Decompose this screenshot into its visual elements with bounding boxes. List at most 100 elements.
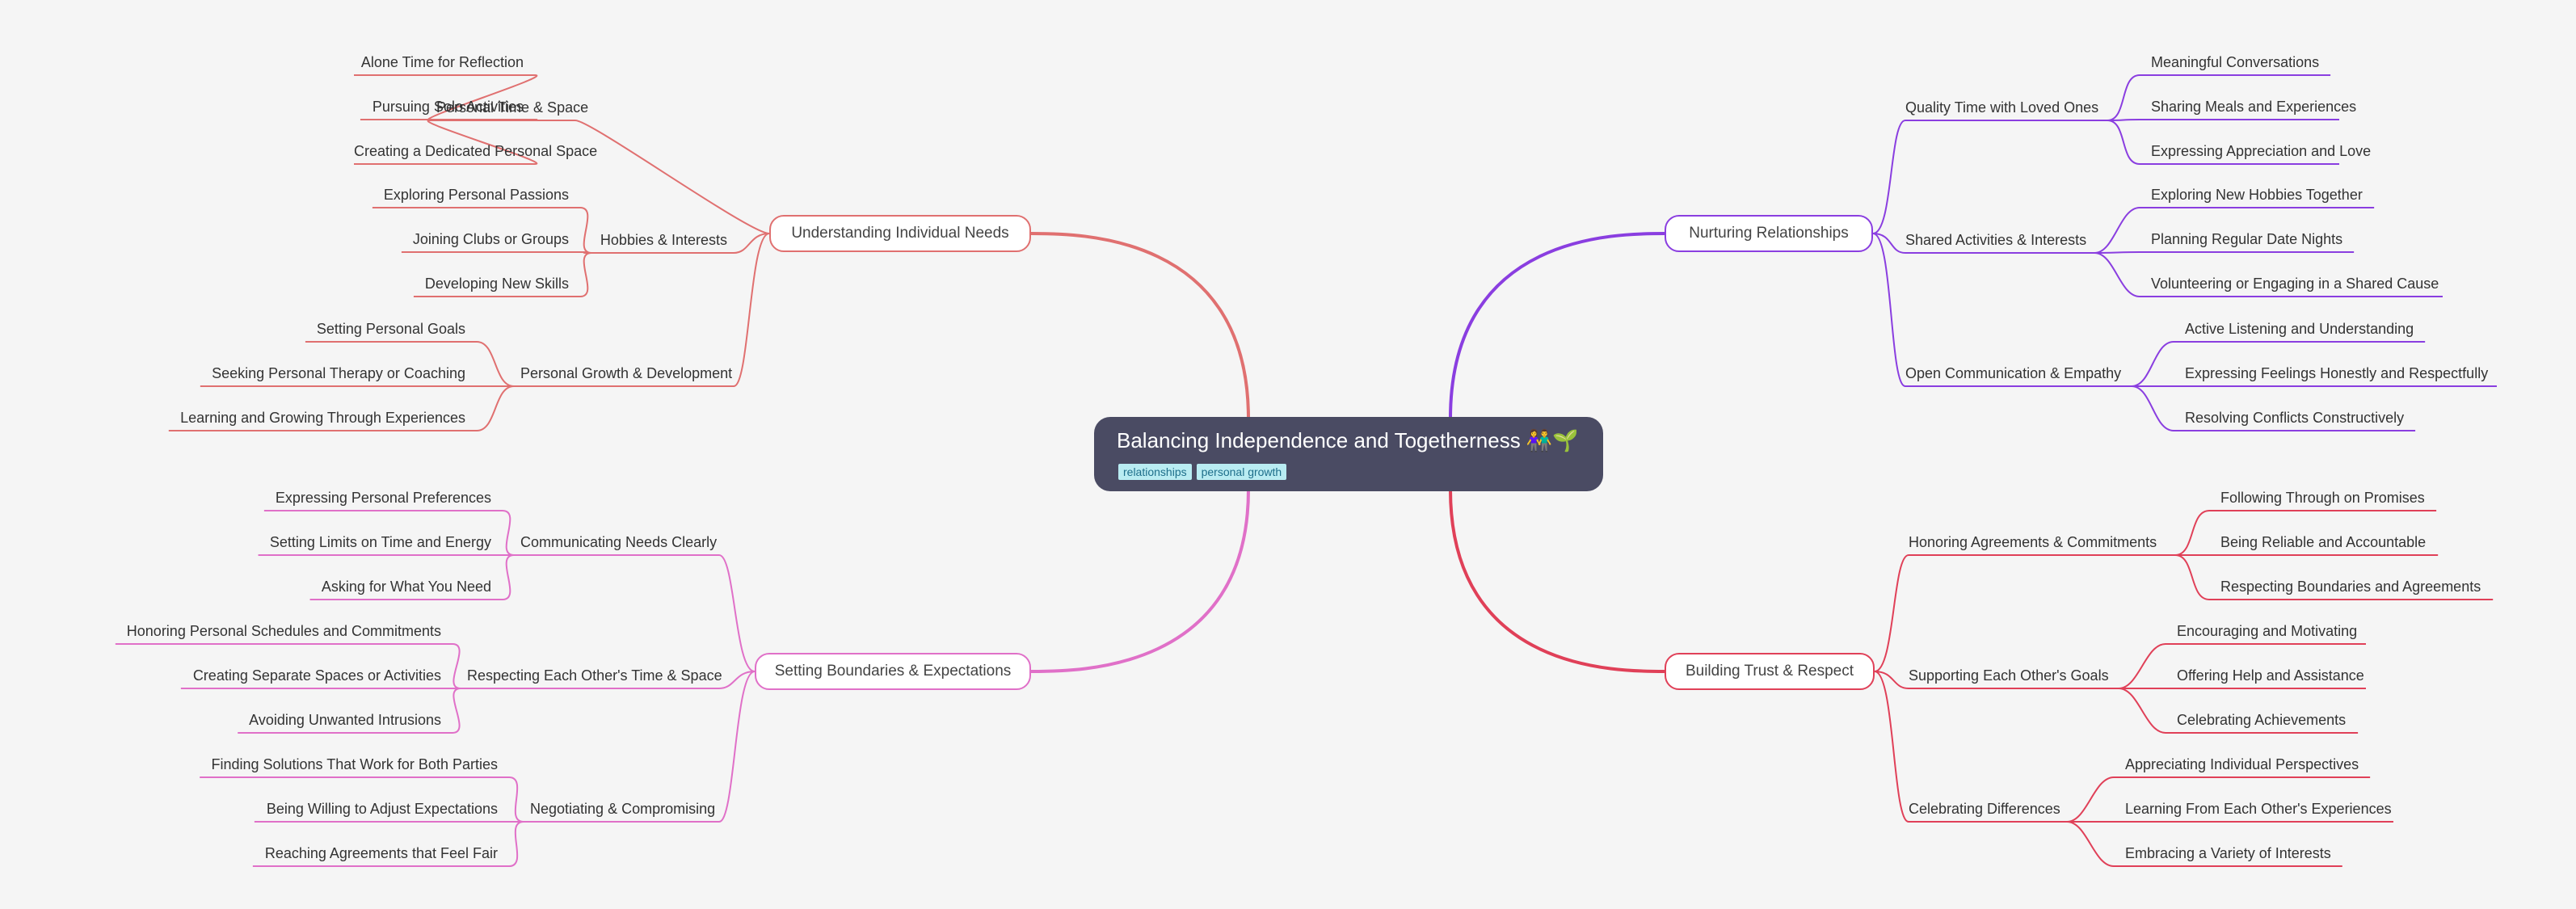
- root-title: Balancing Independence and Togetherness …: [1117, 428, 1579, 452]
- connector-line: [2118, 643, 2166, 689]
- connector-line: [1872, 120, 1906, 234]
- leaf-expressing-feelings-honestly-and-respectfully[interactable]: Expressing Feelings Honestly and Respect…: [2185, 365, 2489, 381]
- connector-line: [2131, 385, 2174, 431]
- connector-line: [2174, 554, 2210, 600]
- subtopic-hobbies-interests[interactable]: Hobbies & Interests: [600, 232, 727, 248]
- connector-line: [502, 510, 515, 556]
- connector-line: [452, 688, 461, 734]
- connector-line: [2094, 252, 2140, 297]
- connector-line: [733, 233, 770, 254]
- connector-line: [1872, 233, 1906, 254]
- leaf-creating-separate-spaces-or-activities[interactable]: Creating Separate Spaces or Activities: [192, 667, 441, 684]
- subtopic-open-communication-empathy[interactable]: Open Communication & Empathy: [1905, 365, 2122, 381]
- connector-line: [508, 776, 524, 823]
- connector-line: [1872, 233, 1906, 387]
- leaf-exploring-new-hobbies-together[interactable]: Exploring New Hobbies Together: [2151, 187, 2363, 203]
- leaf-honoring-personal-schedules-and-commitments[interactable]: Honoring Personal Schedules and Commitme…: [126, 623, 441, 639]
- leaf-volunteering-or-engaging-in-a-shared-cause[interactable]: Volunteering or Engaging in a Shared Cau…: [2151, 276, 2439, 292]
- subtopic-celebrating-differences[interactable]: Celebrating Differences: [1909, 801, 2060, 817]
- connector-line: [2107, 74, 2140, 121]
- leaf-creating-a-dedicated-personal-space[interactable]: Creating a Dedicated Personal Space: [354, 143, 598, 159]
- connector-line: [733, 233, 770, 387]
- connector-line: [718, 671, 756, 823]
- leaf-expressing-personal-preferences[interactable]: Expressing Personal Preferences: [275, 490, 491, 506]
- leaf-expressing-appreciation-and-love[interactable]: Expressing Appreciation and Love: [2151, 143, 2372, 159]
- branch-setting-boundaries-expectations[interactable]: Setting Boundaries & Expectations: [755, 653, 1031, 690]
- connector-line: [718, 554, 756, 672]
- leaf-reaching-agreements-that-feel-fair[interactable]: Reaching Agreements that Feel Fair: [264, 845, 498, 861]
- leaf-encouraging-and-motivating[interactable]: Encouraging and Motivating: [2177, 623, 2358, 639]
- leaf-finding-solutions-that-work-for-both-parties[interactable]: Finding Solutions That Work for Both Par…: [211, 756, 498, 772]
- connector-line: [1030, 489, 1250, 673]
- branch-understanding-individual-needs[interactable]: Understanding Individual Needs: [769, 215, 1031, 252]
- leaf-learning-and-growing-through-experiences[interactable]: Learning and Growing Through Experiences: [180, 410, 465, 426]
- root-tags: relationships personal growth: [1118, 464, 1287, 480]
- leaf-being-willing-to-adjust-expectations[interactable]: Being Willing to Adjust Expectations: [266, 801, 498, 817]
- branch-nurturing-relationships[interactable]: Nurturing Relationships: [1665, 215, 1873, 252]
- leaf-avoiding-unwanted-intrusions[interactable]: Avoiding Unwanted Intrusions: [249, 712, 441, 728]
- branch-building-trust-respect[interactable]: Building Trust & Respect: [1665, 653, 1875, 690]
- connector-line: [575, 120, 770, 234]
- subtopic-communicating-needs-clearly[interactable]: Communicating Needs Clearly: [520, 534, 718, 550]
- leaf-alone-time-for-reflection[interactable]: Alone Time for Reflection: [360, 54, 524, 70]
- leaf-planning-regular-date-nights[interactable]: Planning Regular Date Nights: [2151, 231, 2343, 247]
- leaf-learning-from-each-other-s-experiences[interactable]: Learning From Each Other's Experiences: [2125, 801, 2392, 817]
- leaf-meaningful-conversations[interactable]: Meaningful Conversations: [2151, 54, 2320, 70]
- leaf-setting-personal-goals[interactable]: Setting Personal Goals: [316, 321, 465, 337]
- leaf-setting-limits-on-time-and-energy[interactable]: Setting Limits on Time and Energy: [269, 534, 491, 550]
- connector-line: [2174, 510, 2210, 556]
- connector-line: [427, 74, 538, 121]
- leaf-active-listening-and-understanding[interactable]: Active Listening and Understanding: [2185, 321, 2414, 337]
- leaf-being-reliable-and-accountable[interactable]: Being Reliable and Accountable: [2220, 534, 2427, 550]
- subtopic-personal-time-space[interactable]: Personal Time & Space: [436, 99, 589, 116]
- connector-line: [1449, 489, 1665, 673]
- leaf-appreciating-individual-perspectives[interactable]: Appreciating Individual Perspectives: [2125, 756, 2359, 772]
- leaf-joining-clubs-or-groups[interactable]: Joining Clubs or Groups: [412, 231, 569, 247]
- leaf-following-through-on-promises[interactable]: Following Through on Promises: [2220, 490, 2425, 506]
- leaf-seeking-personal-therapy-or-coaching[interactable]: Seeking Personal Therapy or Coaching: [212, 365, 465, 381]
- tag-relationships[interactable]: relationships: [1118, 464, 1192, 480]
- connector-line: [579, 207, 592, 254]
- root-node[interactable]: Balancing Independence and Togetherness …: [1094, 417, 1603, 491]
- leaf-sharing-meals-and-experiences[interactable]: Sharing Meals and Experiences: [2151, 99, 2357, 115]
- connector-line: [2107, 120, 2140, 165]
- connector-line: [1030, 232, 1250, 419]
- leaf-embracing-a-variety-of-interests[interactable]: Embracing a Variety of Interests: [2125, 845, 2331, 861]
- subtopic-quality-time-with-loved-ones[interactable]: Quality Time with Loved Ones: [1905, 99, 2099, 116]
- connector-line: [502, 554, 515, 600]
- subtopic-supporting-each-other-s-goals[interactable]: Supporting Each Other's Goals: [1909, 667, 2109, 684]
- connector-line: [476, 341, 515, 387]
- connector-line: [579, 251, 592, 254]
- subtopic-shared-activities-interests[interactable]: Shared Activities & Interests: [1905, 232, 2087, 248]
- leaf-developing-new-skills[interactable]: Developing New Skills: [424, 276, 569, 292]
- subtopic-negotiating-compromising[interactable]: Negotiating & Compromising: [530, 801, 716, 817]
- leaf-respecting-boundaries-and-agreements[interactable]: Respecting Boundaries and Agreements: [2220, 579, 2481, 595]
- connector-line: [452, 643, 461, 689]
- connector-line: [1874, 671, 1909, 689]
- connector-line: [2066, 821, 2115, 867]
- leaf-celebrating-achievements[interactable]: Celebrating Achievements: [2177, 712, 2347, 728]
- subtopic-honoring-agreements-commitments[interactable]: Honoring Agreements & Commitments: [1909, 534, 2157, 550]
- leaf-resolving-conflicts-constructively[interactable]: Resolving Conflicts Constructively: [2185, 410, 2405, 426]
- connector-line: [427, 120, 538, 165]
- subtopic-personal-growth-development[interactable]: Personal Growth & Development: [520, 365, 733, 381]
- leaf-pursuing-solo-activities[interactable]: Pursuing Solo Activities: [372, 99, 524, 115]
- connector-line: [579, 252, 592, 297]
- leaf-offering-help-and-assistance[interactable]: Offering Help and Assistance: [2177, 667, 2364, 684]
- tag-personal-growth[interactable]: personal growth: [1196, 464, 1287, 480]
- connector-line: [1874, 554, 1909, 672]
- leaf-exploring-personal-passions[interactable]: Exploring Personal Passions: [383, 187, 569, 203]
- connector-line: [1874, 671, 1909, 823]
- connector-line: [2066, 776, 2115, 823]
- connector-line: [508, 821, 524, 867]
- connector-line: [2118, 688, 2166, 734]
- connector-line: [2094, 207, 2140, 254]
- leaf-asking-for-what-you-need[interactable]: Asking for What You Need: [321, 579, 491, 595]
- connector-line: [476, 385, 515, 431]
- subtopic-respecting-each-other-s-time-space[interactable]: Respecting Each Other's Time & Space: [467, 667, 722, 684]
- connector-line: [2131, 341, 2174, 387]
- connector-line: [2094, 251, 2140, 254]
- connector-line: [1449, 232, 1665, 419]
- connector-line: [718, 671, 756, 689]
